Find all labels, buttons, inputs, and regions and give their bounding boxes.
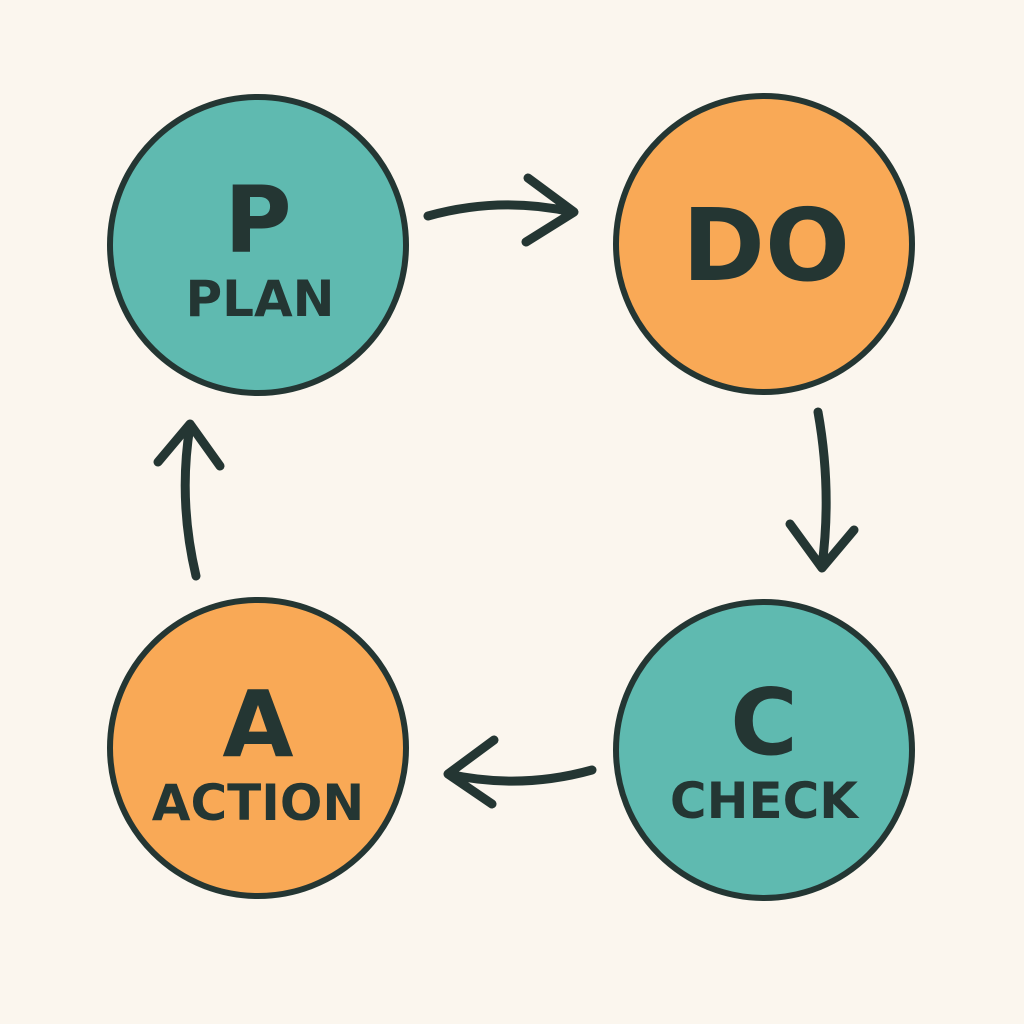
- cycle-arrows: [153, 173, 859, 809]
- stage-plan-circle: [107, 94, 409, 396]
- stage-do: DO: [613, 93, 915, 395]
- stage-check: C CHECK: [613, 599, 915, 901]
- arrow-check-to-action: [443, 735, 597, 809]
- stage-do-circle: [613, 93, 915, 395]
- stage-plan: P PLAN: [107, 94, 409, 396]
- stage-plan-label: PLAN: [185, 270, 334, 328]
- stage-check-letter: C: [730, 669, 798, 776]
- stage-check-label: CHECK: [670, 772, 860, 830]
- stage-action: A ACTION: [107, 597, 409, 899]
- arrow-action-to-plan: [153, 419, 225, 581]
- stage-action-letter: A: [222, 671, 293, 778]
- stage-check-circle: [613, 599, 915, 901]
- arrow-do-to-check: [785, 407, 859, 573]
- stage-plan-letter: P: [224, 167, 291, 274]
- stage-action-label: ACTION: [152, 774, 364, 832]
- stage-action-circle: [107, 597, 409, 899]
- arrow-plan-to-do: [423, 173, 579, 247]
- stage-do-letter: DO: [682, 187, 850, 304]
